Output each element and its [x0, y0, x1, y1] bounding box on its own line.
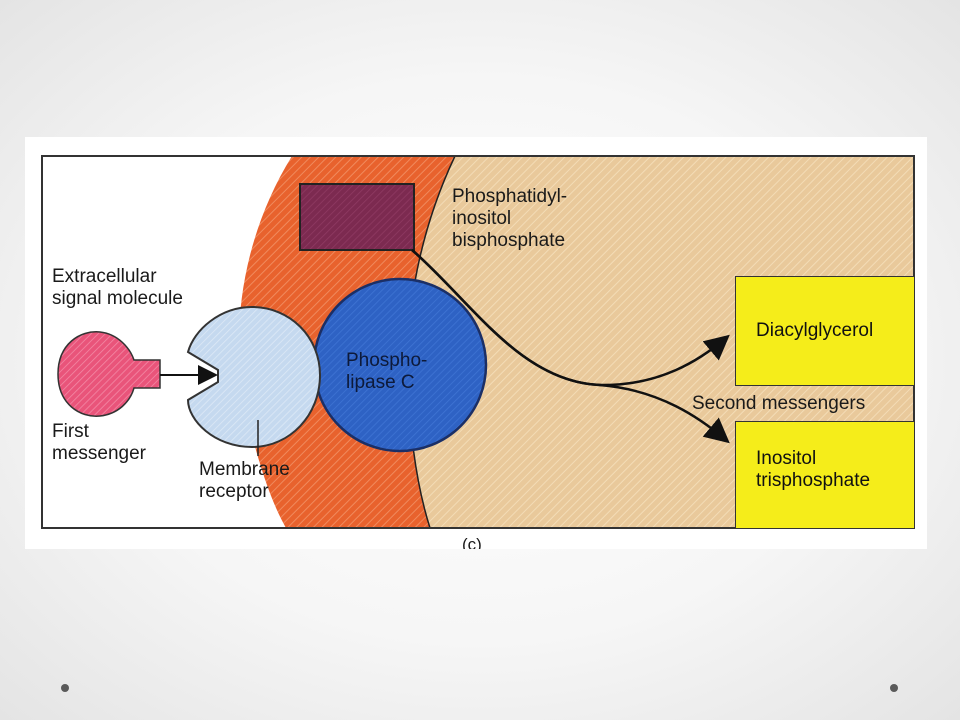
first-messenger-line1: First [52, 421, 89, 442]
pip2-line3: bisphosphate [452, 230, 566, 251]
extracellular-label: Extracellular signal molecule [52, 266, 183, 310]
first-messenger-label: First messenger [52, 421, 146, 465]
membrane-receptor-label: Membrane receptor [199, 459, 290, 503]
membrane-receptor-line2: receptor [199, 481, 269, 502]
phospholipase-label: Phospho- lipase C [346, 350, 427, 394]
extracellular-line1: Extracellular [52, 266, 157, 287]
phospholipase-line1: Phospho- [346, 350, 428, 371]
extracellular-line2: signal molecule [52, 288, 183, 309]
pip2-box [299, 183, 415, 251]
ip3-box [735, 421, 915, 529]
membrane-receptor-line1: Membrane [199, 459, 290, 480]
membrane-receptor-shape [186, 305, 322, 449]
arrow-to-ip3 [411, 249, 730, 444]
phospholipase-line2: lipase C [346, 372, 415, 393]
first-messenger-line2: messenger [52, 443, 146, 464]
ip3-line1: Inositol [756, 448, 817, 469]
pip2-line2: inositol [452, 208, 512, 229]
left-dot [61, 684, 69, 692]
figure-caption: (c) [462, 536, 482, 549]
ip3-label: Inositol trisphosphate [756, 448, 870, 492]
diacylglycerol-box [735, 276, 915, 386]
pip2-label: Phosphatidyl- inositol bisphosphate [452, 186, 567, 252]
second-messengers-label: Second messengers [692, 393, 866, 414]
pip2-line1: Phosphatidyl- [452, 186, 568, 207]
right-dot [890, 684, 898, 692]
ip3-line2: trisphosphate [756, 470, 871, 491]
diacylglycerol-label: Diacylglycerol [756, 320, 874, 341]
